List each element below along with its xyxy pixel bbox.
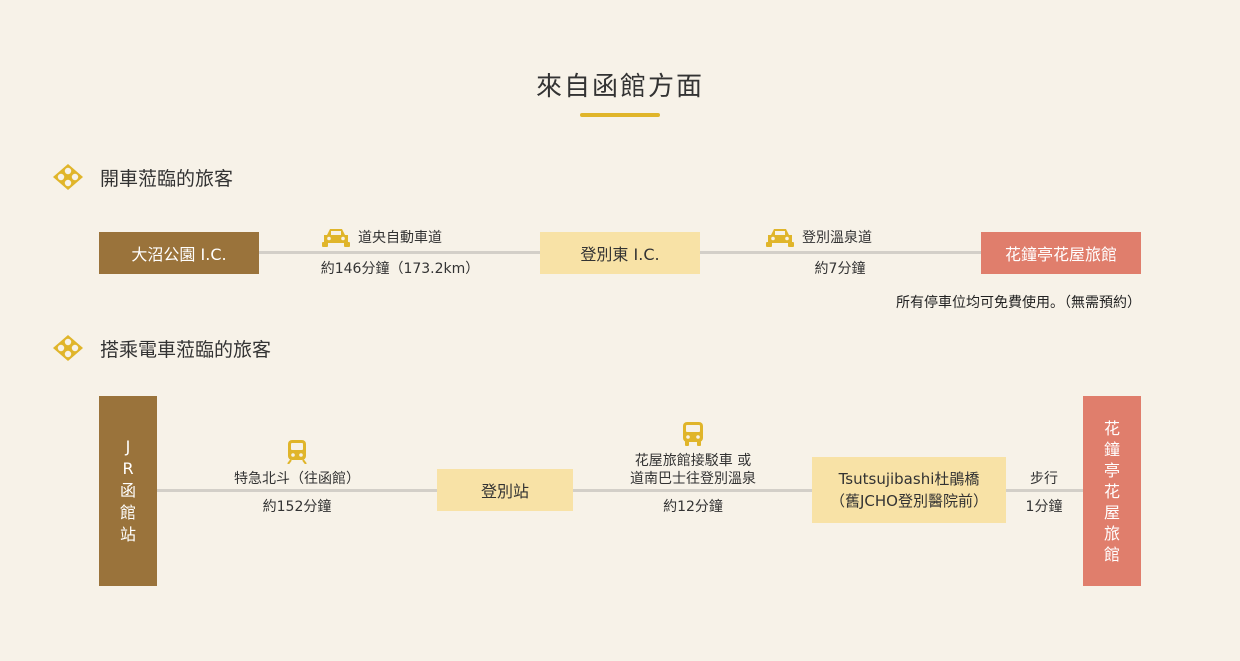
stop-tsutsujibashi-name: Tsutsujibashi杜鵑橋 — [838, 470, 980, 488]
stop-char: 亭 — [1103, 460, 1120, 480]
walk-leg-route: 步行 — [1030, 471, 1058, 487]
route-line — [156, 489, 1084, 492]
page-title: 來自函館方面 — [535, 72, 704, 102]
car-icon — [766, 229, 794, 247]
stop-char: 屋 — [1103, 502, 1120, 522]
bus-leg-time: 約12分鐘 — [663, 499, 723, 515]
car-leg-route-label: 登別溫泉道 — [802, 230, 872, 246]
stop-char: 站 — [119, 525, 136, 544]
train-section-heading: 搭乘電車蒞臨的旅客 — [52, 333, 271, 363]
bus-leg-route-alt: 道南巴士往登別溫泉 — [630, 471, 756, 487]
stop-char: R — [122, 459, 134, 478]
car-leg-route: 道央自動車道 — [322, 227, 442, 247]
stop-tsutsujibashi: Tsutsujibashi杜鵑橋 （舊JCHO登別醫院前） — [812, 457, 1006, 523]
car-section-heading: 開車蒞臨的旅客 — [52, 162, 233, 192]
stop-tsutsujibashi-subname: （舊JCHO登別醫院前） — [830, 492, 988, 510]
stop-noboribetsu-higashi-ic: 登別東 I.C. — [540, 232, 700, 274]
stop-char: 函 — [119, 481, 136, 500]
parking-note: 所有停車位均可免費使用。（無需預約） — [896, 295, 1141, 311]
diamond-flower-icon — [53, 164, 83, 190]
bus-leg-route: 花屋旅館接駁車 或 — [634, 453, 752, 469]
stop-jr-hakodate: J R 函 館 站 — [99, 396, 157, 586]
train-leg-time: 約152分鐘 — [262, 499, 332, 515]
car-leg-route: 登別溫泉道 — [766, 227, 872, 247]
stop-onuma-ic: 大沼公園 I.C. — [99, 232, 259, 274]
train-icon — [287, 440, 307, 464]
route-line — [258, 251, 542, 254]
car-section-title: 開車蒞臨的旅客 — [100, 167, 234, 190]
train-leg-route: 特急北斗（往函館） — [234, 471, 360, 487]
stop-noboribetsu-station: 登別站 — [437, 469, 573, 511]
stop-char: 旅 — [1103, 523, 1120, 543]
stop-char: J — [125, 437, 131, 456]
car-leg-route-label: 道央自動車道 — [358, 230, 442, 246]
stop-char: 花 — [1103, 481, 1120, 501]
stop-ryokan: 花鐘亭花屋旅館 — [981, 232, 1141, 274]
route-line — [699, 251, 983, 254]
stop-char: 館 — [119, 503, 136, 522]
title-underline — [580, 113, 660, 117]
car-leg-time: 約7分鐘 — [814, 261, 866, 277]
stop-ryokan-vertical: 花 鐘 亭 花 屋 旅 館 — [1083, 396, 1141, 586]
stop-char: 鐘 — [1103, 439, 1120, 459]
stop-char: 館 — [1103, 544, 1120, 564]
stop-char: 花 — [1103, 418, 1120, 438]
diamond-flower-icon — [53, 335, 83, 361]
walk-leg-time: 1分鐘 — [1025, 499, 1063, 515]
car-icon — [322, 229, 350, 247]
car-leg-time: 約146分鐘（173.2km） — [320, 261, 480, 277]
train-section-title: 搭乘電車蒞臨的旅客 — [100, 338, 272, 361]
bus-icon — [683, 422, 703, 446]
